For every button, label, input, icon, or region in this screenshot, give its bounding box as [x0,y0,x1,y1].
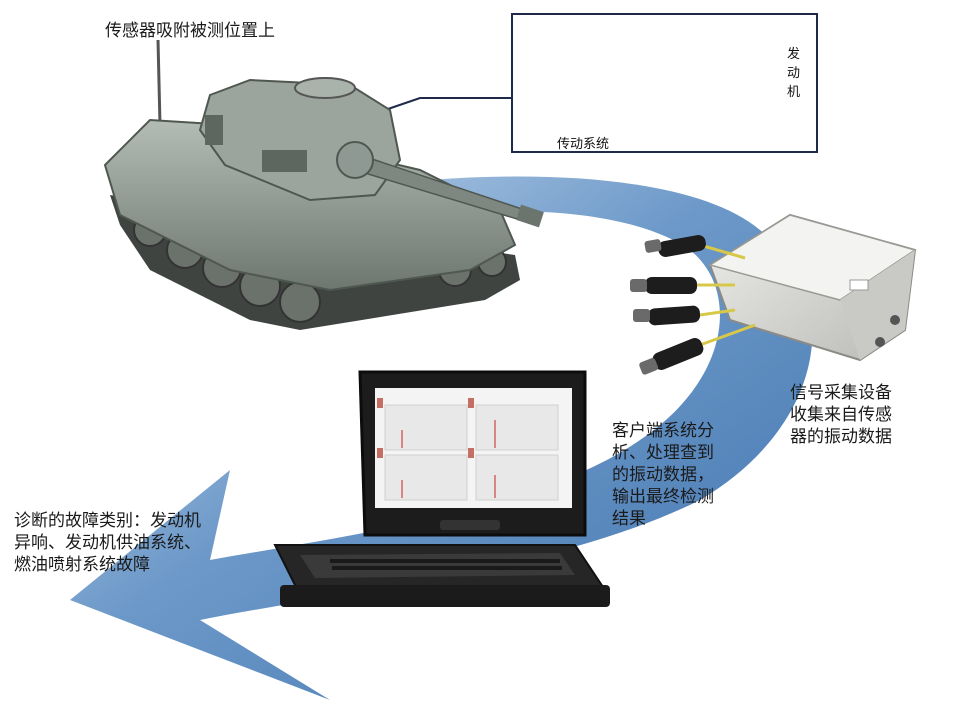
sensor-attach-label: 传感器吸附被测位置上 [105,21,275,41]
acquisition-line-3: 器的振动数据 [790,427,892,447]
engine-inset-panel: 传动系统 发动机 [511,13,818,153]
flow-arrow [70,176,813,700]
sensor-probe-icon [644,235,706,257]
sensor-probe-icon [639,338,704,375]
acquisition-device-label: 信号采集设备 收集来自传感 器的振动数据 [790,382,940,448]
transmission-caption: 传动系统 [557,137,610,152]
data-acquisition-box [708,213,917,362]
acquisition-line-2: 收集来自传感 [790,405,892,425]
diagnosis-categories-label: 诊断的故障类别：发动机异响、发动机供油系统、燃油喷射系统故障 [14,511,201,575]
sensor-probe-icon [630,277,697,294]
sensor-probe-icon [633,305,701,326]
sensor-probes [630,235,756,375]
spectrum-panel [377,398,559,501]
engine-caption: 发动机 [787,47,801,100]
client-system-label: 客户端系统分析、处理查到的振动数据，输出最终检测结果 [612,421,714,529]
rugged-laptop-image [273,370,610,607]
acquisition-line-1: 信号采集设备 [790,383,892,403]
tank-image [103,39,544,330]
connector-line [384,97,511,111]
